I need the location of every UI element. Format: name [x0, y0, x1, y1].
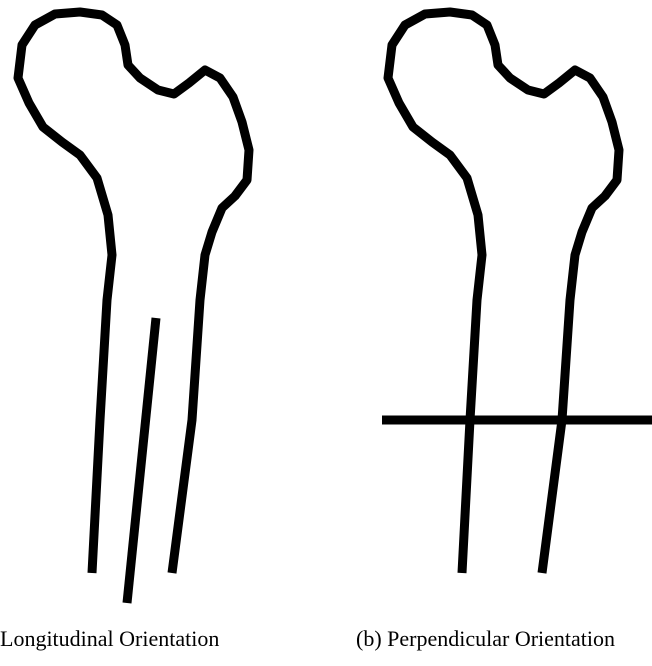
- femur-outline-b: [388, 12, 619, 573]
- femur-outline-a: [18, 12, 249, 573]
- panel-b: [382, 12, 652, 573]
- caption-panel-b: (b) Perpendicular Orientation: [356, 624, 615, 654]
- panel-a: [18, 12, 249, 603]
- caption-panel-a: Longitudinal Orientation: [0, 624, 219, 654]
- longitudinal-cut-line: [127, 318, 156, 603]
